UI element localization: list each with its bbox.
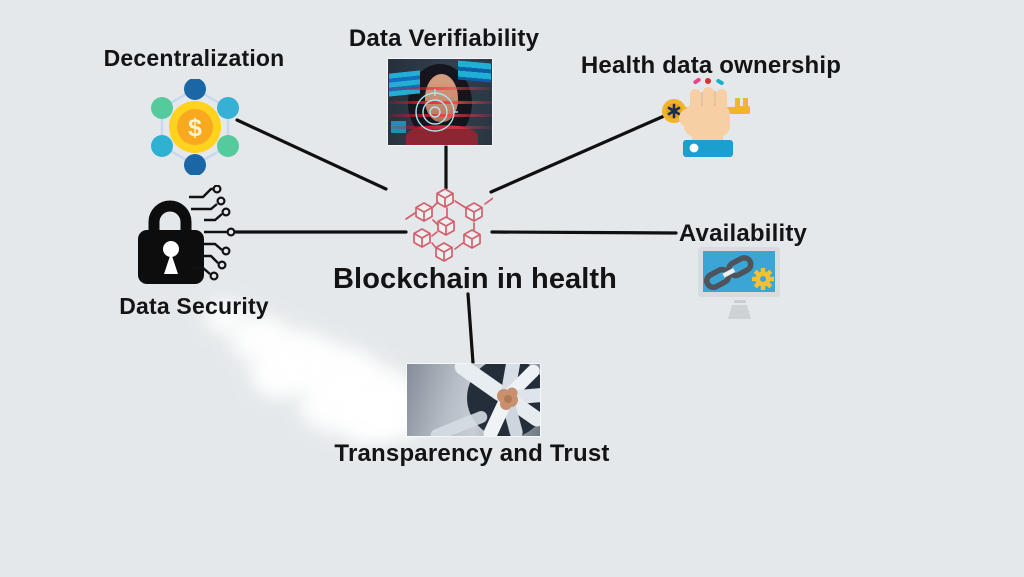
blockchain-cubes-icon: [405, 188, 493, 262]
node-label-data-verifiability: Data Verifiability: [348, 25, 540, 52]
handshake-photo: [407, 364, 540, 436]
node-label-health-data-ownership: Health data ownership: [580, 52, 842, 79]
face-scan-photo: [388, 59, 492, 145]
center-label: Blockchain in health: [333, 263, 617, 295]
svg-text:$: $: [188, 114, 202, 142]
decentralized-network-coin-icon: $: [151, 79, 239, 175]
node-label-transparency-and-trust: Transparency and Trust: [334, 440, 610, 467]
hand-holding-key-icon: [662, 77, 750, 157]
node-label-availability: Availability: [678, 220, 808, 247]
eye-scan-reticle: [415, 89, 458, 132]
padlock-circuit-icon: [138, 185, 236, 284]
monitor-chain-gear-icon: [698, 247, 780, 319]
handshake-arms: [430, 364, 540, 436]
node-label-decentralization: Decentralization: [103, 45, 285, 71]
node-label-data-security: Data Security: [119, 293, 269, 319]
